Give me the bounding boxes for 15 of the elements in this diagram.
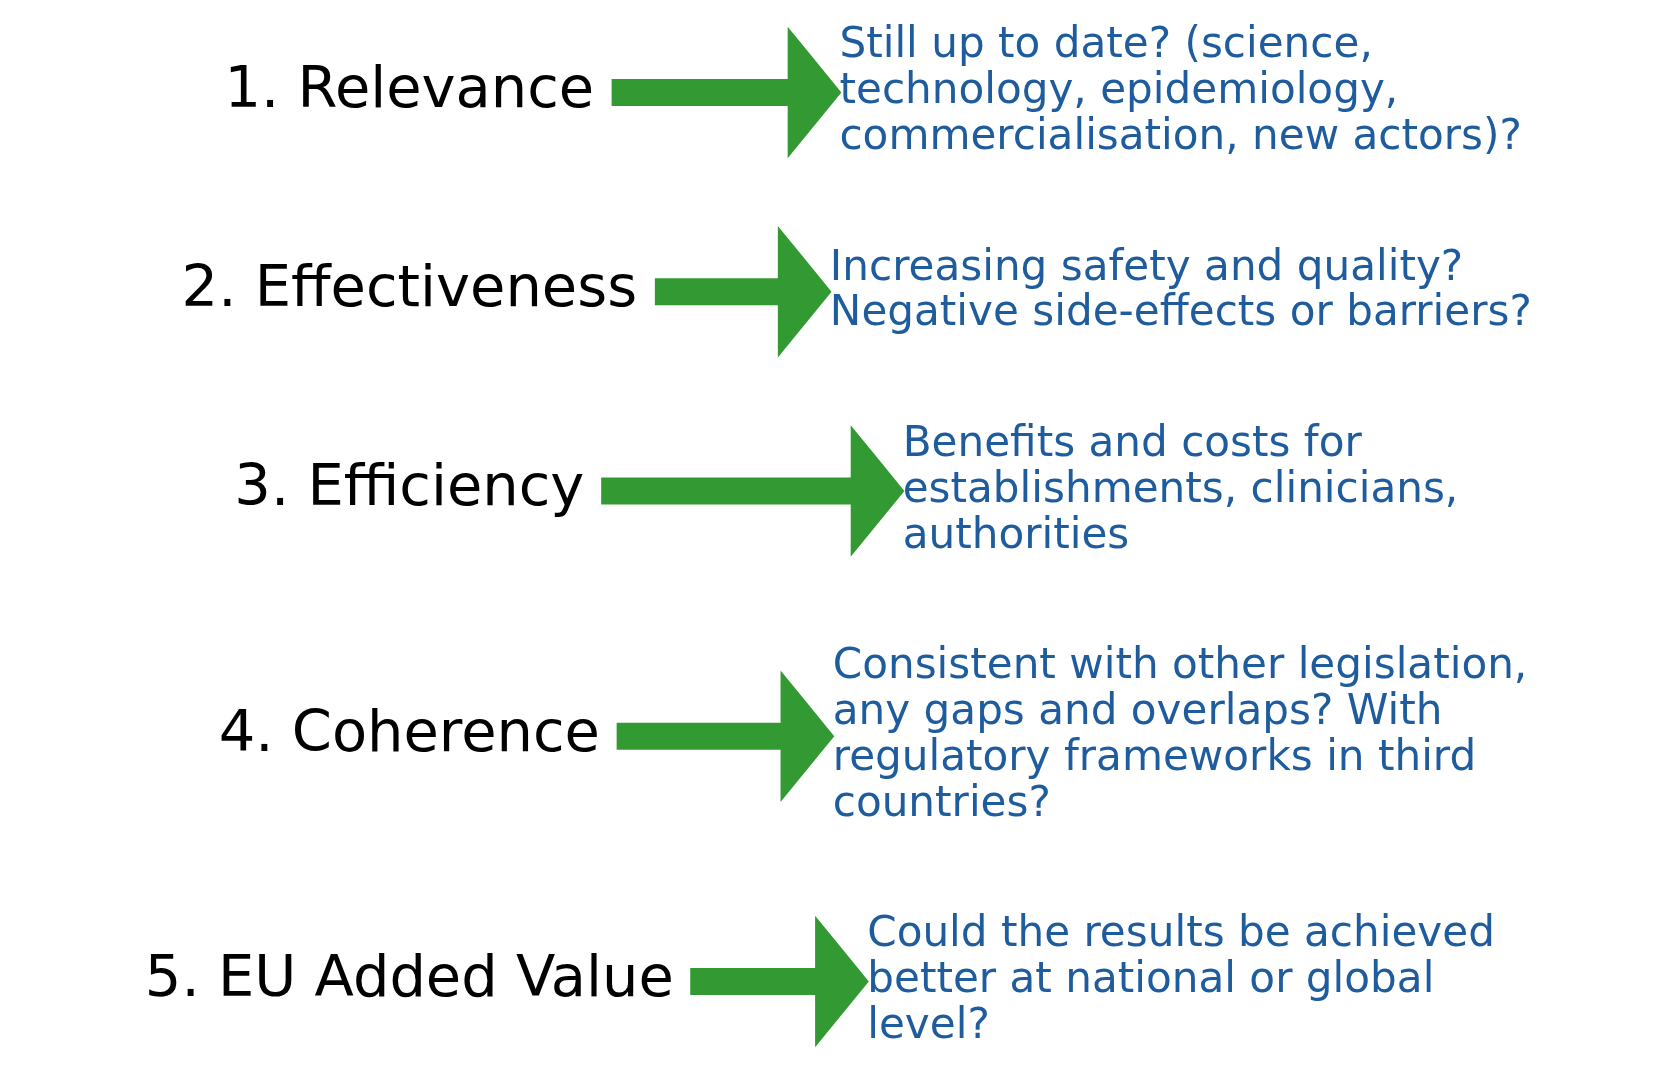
node-text: 4. Coherence — [218, 697, 600, 765]
arrow — [616, 670, 834, 803]
node-text: 1. Relevance — [223, 53, 594, 121]
node-text: Consistent with other legislation, any gaps and overlaps? With regulatory frameworks in third countries? — [832, 639, 1527, 826]
node-text: 3. Efficiency — [233, 452, 584, 520]
node-text: Benefits and costs for establishments, clinicians, authorities — [902, 416, 1458, 558]
arrow — [611, 26, 841, 159]
arrow — [600, 425, 904, 557]
node-text: 2. Effectiveness — [181, 253, 637, 321]
node-text: Increasing safety and quality? Negative side-effects or barriers? — [829, 240, 1532, 336]
arrow — [689, 915, 869, 1048]
arrow — [654, 225, 832, 358]
node-text: Still up to date? (science, technology, epidemiology, commercialisation, new actors)? — [838, 18, 1522, 160]
node-text: 5. EU Added Value — [144, 942, 674, 1010]
node-text: Could the results be achieved better at national or global level? — [866, 907, 1495, 1049]
